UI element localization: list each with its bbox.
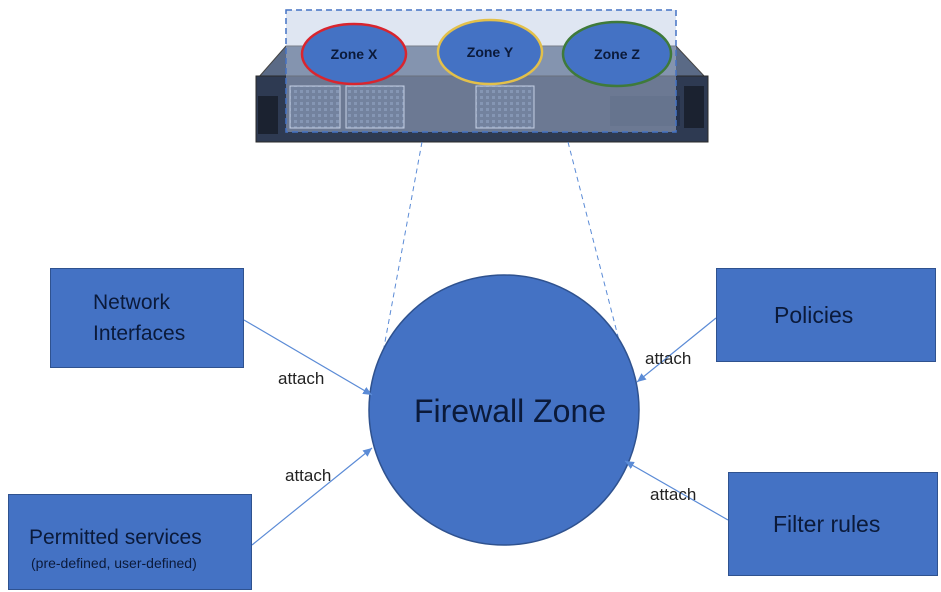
permitted-services-line1: Permitted services (29, 526, 202, 549)
attach-label-network-interfaces: attach (278, 369, 325, 388)
arrow-permitted-services (251, 447, 373, 546)
permitted-services-line2: (pre-defined, user-defined) (31, 555, 197, 571)
attach-label-filter-rules: attach (650, 485, 697, 504)
arrow-network-interfaces (243, 319, 373, 396)
firewall-zone-circle (368, 274, 640, 546)
zone-y-ellipse: Zone Y (436, 18, 544, 86)
policies-label: Policies (774, 301, 854, 328)
zone-y-label: Zone Y (467, 44, 514, 60)
projection-line-left (381, 141, 423, 359)
firewall-zone-label: Firewall Zone (414, 393, 606, 429)
attach-label-permitted-services: attach (285, 466, 332, 485)
arrow-filter-rules (624, 460, 729, 521)
permitted-services-box: Permitted services (pre-defined, user-de… (8, 494, 252, 590)
projection-line-right (567, 141, 623, 353)
attach-label-policies: attach (645, 349, 692, 368)
filter-rules-label: Filter rules (773, 510, 881, 537)
network-interfaces-line1: Network (93, 291, 171, 314)
filter-rules-box: Filter rules (728, 472, 938, 576)
zone-z-ellipse: Zone Z (561, 20, 673, 88)
zone-x-label: Zone X (331, 46, 378, 62)
zone-x-ellipse: Zone X (300, 22, 408, 86)
zone-z-label: Zone Z (594, 46, 640, 62)
policies-box: Policies (716, 268, 936, 362)
network-interfaces-line2: Interfaces (93, 322, 186, 345)
arrow-policies (636, 317, 717, 383)
network-interfaces-box: Network Interfaces (50, 268, 244, 368)
